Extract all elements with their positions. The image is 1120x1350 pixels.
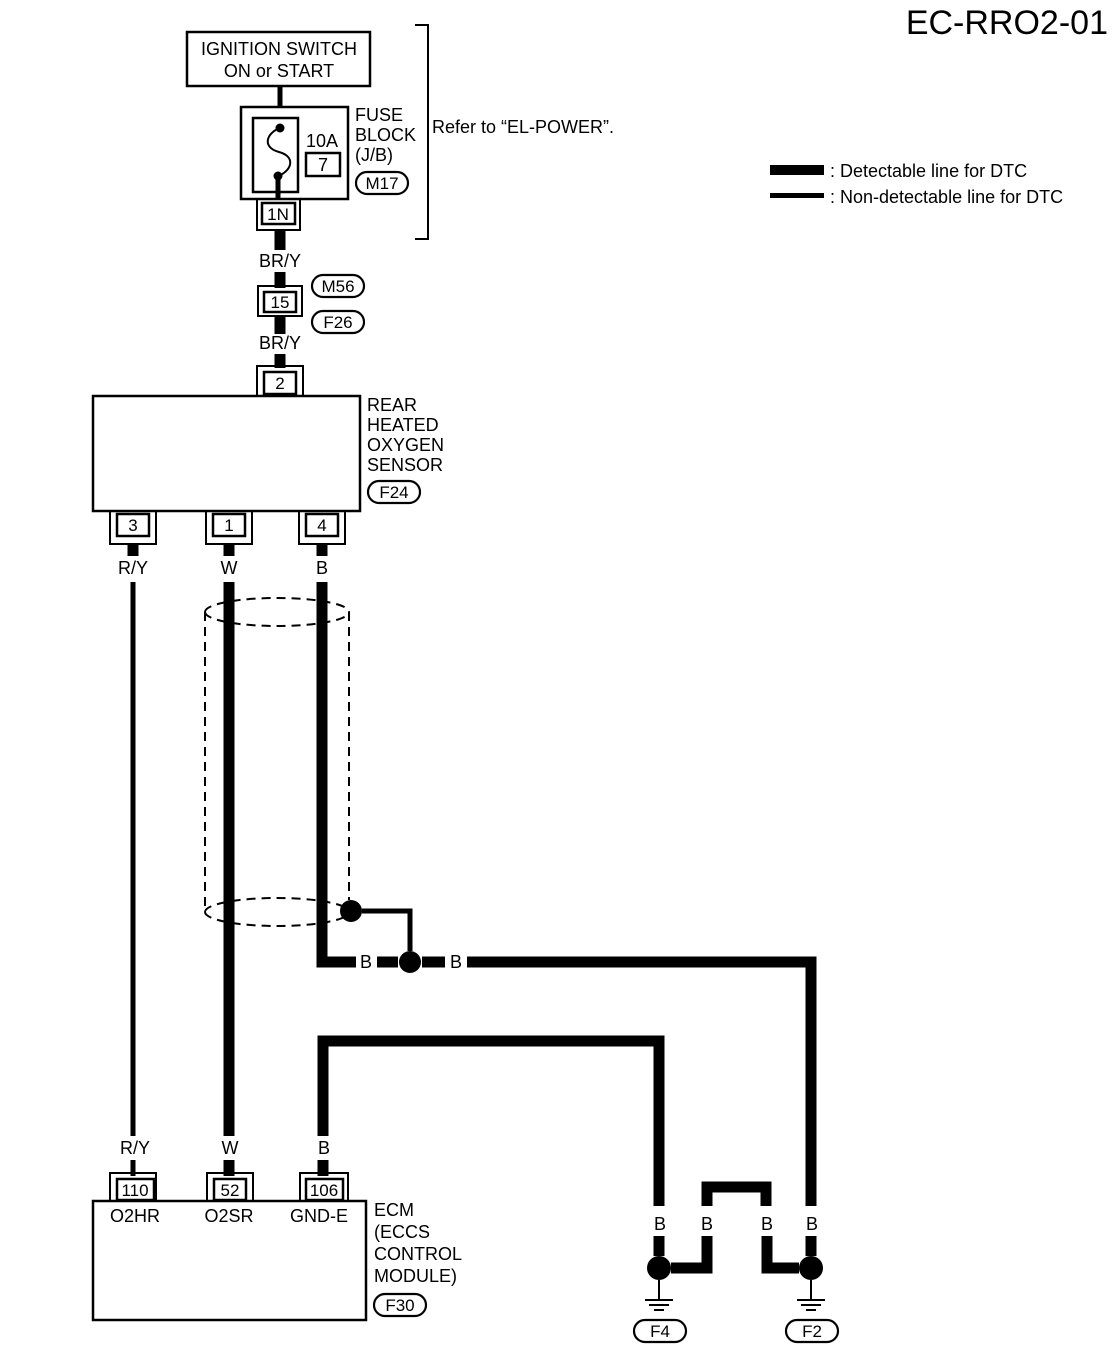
wire-color-b-joint-left: B [360, 952, 372, 972]
sensor-label-line1: REAR [367, 395, 417, 415]
svg-text:15: 15 [271, 293, 290, 312]
connector-badge-m56: M56 [310, 273, 366, 299]
svg-text:110: 110 [121, 1181, 148, 1200]
svg-text:106: 106 [310, 1181, 338, 1200]
legend-detectable-swatch [770, 165, 824, 175]
fuse-block-label-line1: FUSE [355, 105, 403, 125]
sensor-pin-1: 1 [205, 511, 253, 545]
wire-color-b-f4: B [654, 1214, 666, 1234]
legend-detectable-label: : Detectable line for DTC [830, 161, 1027, 181]
shield-drain-splice [340, 900, 362, 922]
svg-text:1: 1 [224, 516, 233, 535]
ecm-label-line1: ECM [374, 1200, 414, 1220]
svg-text:F30: F30 [385, 1296, 414, 1315]
wire-color-b-upper: B [316, 558, 328, 578]
ecm-pin-name-gnd-e: GND-E [290, 1206, 348, 1226]
ecm-connector-badge: F30 [372, 1292, 428, 1318]
svg-text:F26: F26 [323, 313, 352, 332]
ecm-pin-name-o2hr: O2HR [110, 1206, 160, 1226]
ecm-label-line3: CONTROL [374, 1244, 462, 1264]
wire-b-ecm-ground [317, 1035, 665, 1206]
wire-color-r-y-lower: R/Y [120, 1138, 150, 1158]
ground-icon-f2 [797, 1280, 825, 1311]
sensor-label-line2: HEATED [367, 415, 439, 435]
wire-b-sensor-ground [316, 582, 356, 968]
ground-badge-f4: F4 [632, 1318, 688, 1344]
svg-text:F4: F4 [650, 1322, 670, 1341]
sensor-pin-2: 2 [256, 365, 304, 396]
svg-text:52: 52 [221, 1181, 240, 1200]
sensor-connector-badge: F24 [366, 479, 422, 505]
ecm-label-line4: MODULE) [374, 1266, 457, 1286]
diagram-title: EC-RRO2-01 [906, 4, 1108, 42]
fuse-block-label-line2: BLOCK [355, 125, 416, 145]
svg-text:2: 2 [275, 374, 284, 393]
ecm-pin-name-o2sr: O2SR [204, 1206, 253, 1226]
refer-note: Refer to “EL-POWER”. [432, 117, 614, 137]
legend-non-detectable-label: : Non-detectable line for DTC [830, 187, 1063, 207]
wire-color-b-joint-right: B [450, 952, 462, 972]
svg-text:F24: F24 [379, 483, 408, 502]
ignition-switch-label-line2: ON or START [224, 61, 334, 81]
svg-text:4: 4 [317, 516, 326, 535]
fuse-block-terminal: 1N [256, 199, 301, 231]
wire-color-b-f2: B [806, 1214, 818, 1234]
joint-connector-15: 15 [257, 285, 303, 317]
legend: : Detectable line for DTC : Non-detectab… [770, 161, 1063, 207]
wire-color-b-bridge-right: B [761, 1214, 773, 1234]
ecm-pin-52: 52 [206, 1172, 254, 1202]
connector-badge-f26: F26 [310, 309, 366, 335]
wire-color-b-lower: B [318, 1138, 330, 1158]
refer-bracket [415, 24, 429, 240]
fuse-block-label-line3: (J/B) [355, 145, 393, 165]
svg-text:1N: 1N [267, 205, 289, 224]
ground-badge-f2: F2 [784, 1318, 840, 1344]
legend-non-detectable-swatch [770, 193, 824, 198]
ignition-switch-label-line1: IGNITION SWITCH [201, 39, 357, 59]
ignition-switch-box: IGNITION SWITCH ON or START [185, 30, 372, 88]
rear-heated-oxygen-sensor-box [91, 394, 362, 513]
wire-color-w-lower: W [222, 1138, 239, 1158]
ecm-box [91, 1199, 368, 1322]
svg-text:3: 3 [128, 516, 137, 535]
fuse-number: 7 [318, 155, 328, 175]
sensor-label-line4: SENSOR [367, 455, 443, 475]
wire-color-br-y-upper: BR/Y [259, 251, 301, 271]
sensor-pin-3: 3 [109, 511, 157, 545]
ground-splice-f2 [799, 1256, 823, 1280]
fuse-block-connector-badge: M17 [354, 170, 410, 196]
ground-splice-f4 [647, 1256, 671, 1280]
ground-icon-f4 [645, 1280, 673, 1311]
fuse-amperage: 10A [306, 131, 338, 151]
ecm-pin-110: 110 [109, 1172, 157, 1202]
ecm-label-line2: (ECCS [374, 1222, 430, 1242]
wire-color-b-bridge-left: B [701, 1214, 713, 1234]
joint-splice [399, 951, 421, 973]
sensor-pin-4: 4 [298, 511, 346, 545]
sensor-label-line3: OXYGEN [367, 435, 444, 455]
fuse-icon [266, 127, 292, 177]
svg-text:F2: F2 [802, 1322, 822, 1341]
svg-text:M56: M56 [321, 277, 354, 296]
wire-color-r-y-upper: R/Y [118, 558, 148, 578]
wire-b-to-f2 [467, 956, 817, 1206]
fuse-block: 10A 7 [239, 105, 350, 201]
ecm-pin-106: 106 [299, 1172, 349, 1202]
wire-color-w-upper: W [221, 558, 238, 578]
svg-text:M17: M17 [365, 174, 398, 193]
wire-color-br-y-lower: BR/Y [259, 333, 301, 353]
